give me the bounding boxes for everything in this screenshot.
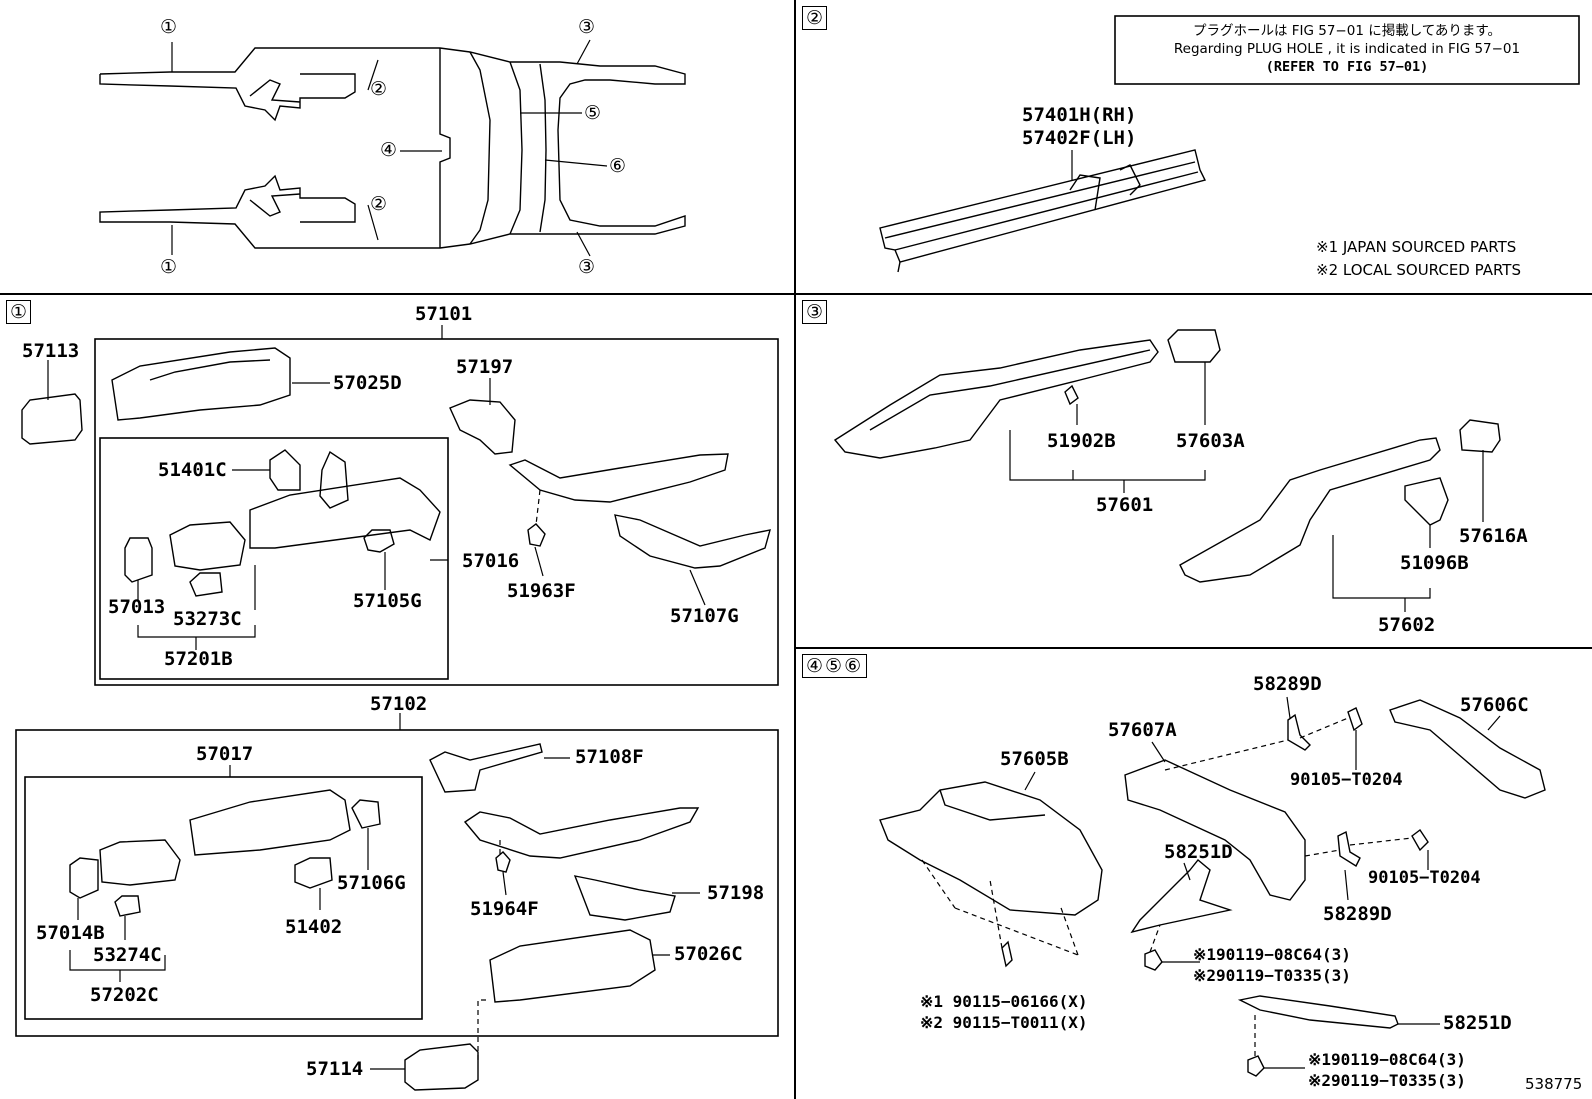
section456-dashed [921,717,1413,1056]
part-57013[interactable]: 57013 [108,596,166,618]
part-51964F[interactable]: 51964F [470,898,539,920]
part-57606C[interactable]: 57606C [1460,694,1529,716]
part-51402[interactable]: 51402 [285,916,343,938]
part-57197[interactable]: 57197 [456,356,514,378]
part-51401C[interactable]: 51401C [158,459,227,481]
section456-parts [879,699,1546,1077]
section1-parts [21,347,771,1091]
part-57616A[interactable]: 57616A [1459,525,1528,547]
note-line-jp: プラグホールは FIG 57−01 に掲載してあります。 [1192,23,1502,39]
part-53274C[interactable]: 53274C [93,944,162,966]
callout-5: ⑤ [584,102,602,124]
section1-boxes [15,338,779,1037]
rocker-panel-drawing [879,149,1207,273]
callout-6: ⑥ [609,155,627,177]
part-90119-08C64-b[interactable]: ※190119−08C64(3) [1308,1050,1466,1069]
part-90105-T0204-b[interactable]: 90105−T0204 [1368,868,1481,888]
note-line-refer: (REFER TO FIG 57−01) [1265,59,1429,75]
part-58289D-bottom[interactable]: 58289D [1323,903,1392,925]
callout-1-top: ① [160,16,178,38]
part-57108F[interactable]: 57108F [575,746,644,768]
section-marker-456: ④⑤⑥ [802,654,868,678]
part-58251D-top[interactable]: 58251D [1164,841,1233,863]
part-90119-T0335-b[interactable]: ※290119−T0335(3) [1308,1071,1466,1090]
part-90105-T0204-a[interactable]: 90105−T0204 [1290,770,1403,790]
part-58251D-bottom[interactable]: 58251D [1443,1012,1512,1034]
part-57026C[interactable]: 57026C [674,943,743,965]
section-marker-3: ③ [802,300,828,324]
callout-3-top: ③ [578,16,596,38]
callout-2-bottom: ② [370,193,388,215]
section-marker-2: ② [802,6,828,30]
part-57101[interactable]: 57101 [415,303,473,325]
part-57014B[interactable]: 57014B [36,922,105,944]
part-51902B[interactable]: 51902B [1047,430,1116,452]
section-marker-1: ① [6,300,32,324]
section-marker-5: ⑤ [825,655,845,677]
part-90119-T0335-a[interactable]: ※290119−T0335(3) [1193,966,1351,985]
note-line-en: Regarding PLUG HOLE , it is indicated in… [1173,41,1521,57]
part-57017[interactable]: 57017 [196,743,254,765]
overview-frame [99,47,686,249]
section1-dashed [477,489,541,1060]
part-57605B[interactable]: 57605B [1000,748,1069,770]
legend-local: ※2 LOCAL SOURCED PARTS [1316,261,1521,279]
part-57402F[interactable]: 57402F(LH) [1022,127,1137,149]
section1-leaders [47,325,706,1070]
part-58289D-top[interactable]: 58289D [1253,673,1322,695]
part-57106G[interactable]: 57106G [337,872,406,894]
part-57102[interactable]: 57102 [370,693,428,715]
section3-parts [833,329,1501,583]
note-box: プラグホールは FIG 57−01 に掲載してあります。 Regarding P… [1118,19,1576,75]
part-57201B[interactable]: 57201B [164,648,233,670]
overview-leaders [171,39,608,257]
part-57401H[interactable]: 57401H(RH) [1022,104,1137,126]
figure-number: 538775 [1525,1075,1583,1093]
part-51963F[interactable]: 51963F [507,580,576,602]
section-marker-6: ⑥ [844,655,864,677]
section456-leaders [1024,696,1501,1069]
callout-3-bottom: ③ [578,256,596,278]
part-90115-06166[interactable]: ※1 90115−06166(X) [920,992,1088,1011]
part-57105G[interactable]: 57105G [353,590,422,612]
part-90119-08C64-a[interactable]: ※190119−08C64(3) [1193,945,1351,964]
section-marker-4: ④ [806,655,826,677]
callout-1-bottom: ① [160,256,178,278]
part-57107G[interactable]: 57107G [670,605,739,627]
section3-leaders [1009,362,1484,612]
part-90115-T0011[interactable]: ※2 90115−T0011(X) [920,1013,1088,1032]
part-57602[interactable]: 57602 [1378,614,1436,636]
part-57601[interactable]: 57601 [1096,494,1154,516]
callout-2-top: ② [370,78,388,100]
part-57016[interactable]: 57016 [462,550,520,572]
part-51096B[interactable]: 51096B [1400,552,1469,574]
part-57198[interactable]: 57198 [707,882,765,904]
callout-4: ④ [380,139,398,161]
part-57202C[interactable]: 57202C [90,984,159,1006]
part-57113[interactable]: 57113 [22,340,80,362]
legend-japan: ※1 JAPAN SOURCED PARTS [1316,238,1517,256]
note-frame [1114,15,1580,85]
part-53273C[interactable]: 53273C [173,608,242,630]
part-57603A[interactable]: 57603A [1176,430,1245,452]
part-57607A[interactable]: 57607A [1108,719,1177,741]
part-57025D[interactable]: 57025D [333,372,402,394]
part-57114[interactable]: 57114 [306,1058,364,1080]
